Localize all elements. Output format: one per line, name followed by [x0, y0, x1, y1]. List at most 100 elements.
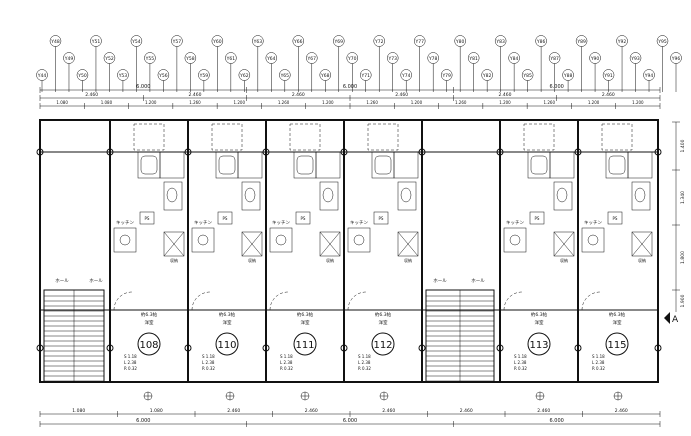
dim-total-label: 6.000: [343, 84, 357, 90]
storage-hatch: [553, 231, 575, 257]
dim-bottom-label: 2.460: [460, 408, 473, 414]
unit-size-s1: S 1.18: [280, 354, 293, 359]
pipe-space: [529, 211, 545, 225]
bathtub-basin: [530, 155, 548, 175]
grid-marker-label: Y77: [414, 39, 424, 45]
storage-closet: [631, 231, 653, 257]
toilet-bowl: [244, 187, 256, 203]
grid-marker-label: Y62: [239, 73, 249, 79]
grid-marker-label: Y64: [266, 56, 276, 62]
room-type-label: 洋室: [145, 319, 154, 326]
unit-size-s2: L 2.38: [280, 360, 293, 365]
unit-number-circle: [605, 332, 629, 356]
grid-marker-label: Y78: [428, 56, 438, 62]
bottom-markers: [143, 312, 670, 401]
kitchen-label: キッチン: [194, 220, 212, 226]
structural-column: [106, 344, 114, 352]
dim-bottom-total-label: 6.000: [136, 418, 150, 424]
structural-column: [340, 148, 348, 156]
kitchen-sink: [587, 234, 599, 246]
pipe-space: [373, 211, 389, 225]
room-area-label: 約6.3帖: [609, 311, 626, 318]
kitchen-counter: [191, 227, 215, 253]
hall-label: ホール: [433, 278, 447, 284]
grid-marker-label: Y71: [361, 73, 371, 79]
hall-label: ホール: [471, 278, 485, 284]
hall-label: ホール: [89, 278, 103, 284]
grid-marker-label: Y69: [334, 39, 344, 45]
dim-right-label: 1.900: [680, 294, 686, 307]
kitchen-label: キッチン: [584, 220, 602, 226]
grid-marker-label: Y94: [644, 73, 654, 79]
grid-marker-label: Y54: [131, 39, 141, 45]
storage-closet: [319, 231, 341, 257]
dim-fine-label: 1.200: [499, 100, 511, 105]
grid-marker-label: Y79: [441, 73, 451, 79]
grid-marker-label: Y68: [320, 73, 330, 79]
dim-bottom-total-label: 6.000: [343, 418, 357, 424]
unit-size-s2: L 2.38: [592, 360, 605, 365]
grid-marker-label: Y60: [212, 39, 222, 45]
balcony-area: [211, 123, 243, 151]
kitchen-label: キッチン: [116, 220, 134, 226]
storage-label: 収納: [560, 257, 568, 263]
washroom: [393, 151, 419, 179]
section-arrow-icon: [664, 312, 670, 324]
grid-marker-label: Y50: [77, 73, 87, 79]
grid-marker-label: Y70: [347, 56, 357, 62]
dim-bottom-label: 2.460: [227, 408, 240, 414]
unit-number: 115: [607, 340, 626, 351]
structural-column: [654, 148, 662, 156]
dim-fine-label: 1.200: [588, 100, 600, 105]
balcony-area: [289, 123, 321, 151]
unit-size-s3: R 0.32: [202, 366, 215, 371]
structural-column: [654, 344, 662, 352]
structural-column: [184, 344, 192, 352]
pipe-space-label: PS: [301, 216, 306, 221]
section-mark-label: A: [672, 315, 679, 325]
structural-column: [340, 344, 348, 352]
room-type-label: 洋室: [301, 319, 310, 326]
pipe-space-label: PS: [535, 216, 540, 221]
grid-marker-label: Y72: [374, 39, 384, 45]
storage-label: 収納: [404, 257, 412, 263]
dim-fine-label: 1.200: [322, 100, 334, 105]
dim-fine-label: 1.260: [189, 100, 201, 105]
grid-marker-label: Y56: [158, 73, 168, 79]
structural-column: [106, 148, 114, 156]
grid-marker-label: Y59: [199, 73, 209, 79]
dim-fine-label: 1.200: [145, 100, 157, 105]
grid-marker-label: Y89: [576, 39, 586, 45]
kitchen-counter: [269, 227, 293, 253]
grid-marker-label: Y44: [37, 73, 47, 79]
unit-size-s2: L 2.38: [514, 360, 527, 365]
dim-fine-label: 1.260: [544, 100, 556, 105]
dim-mid-label: 2.460: [602, 92, 615, 98]
unit-number-circle: [293, 332, 317, 356]
washroom: [159, 151, 185, 179]
dim-fine-label: 1.200: [632, 100, 644, 105]
kitchen-counter: [347, 227, 371, 253]
room-type-label: 洋室: [535, 319, 544, 326]
room-area-label: 約6.3帖: [219, 311, 236, 318]
dim-fine-label: 1.260: [366, 100, 378, 105]
dim-fine-label: 1.260: [278, 100, 290, 105]
structural-column: [262, 344, 270, 352]
unit-number-circle: [215, 332, 239, 356]
grid-marker-label: Y61: [226, 56, 236, 62]
pipe-space: [607, 211, 623, 225]
grid-marker-label: Y66: [293, 39, 303, 45]
toilet-room: [631, 181, 651, 211]
unit-size-s1: S 1.18: [202, 354, 215, 359]
dim-bottom-label: 1.080: [150, 408, 163, 414]
kitchen-sink: [353, 234, 365, 246]
toilet-room: [553, 181, 573, 211]
room-type-label: 洋室: [613, 319, 622, 326]
dim-fine-label: 1.080: [56, 100, 68, 105]
unit-size-s2: L 2.38: [124, 360, 137, 365]
washroom: [627, 151, 653, 179]
dim-mid-label: 2.460: [292, 92, 305, 98]
